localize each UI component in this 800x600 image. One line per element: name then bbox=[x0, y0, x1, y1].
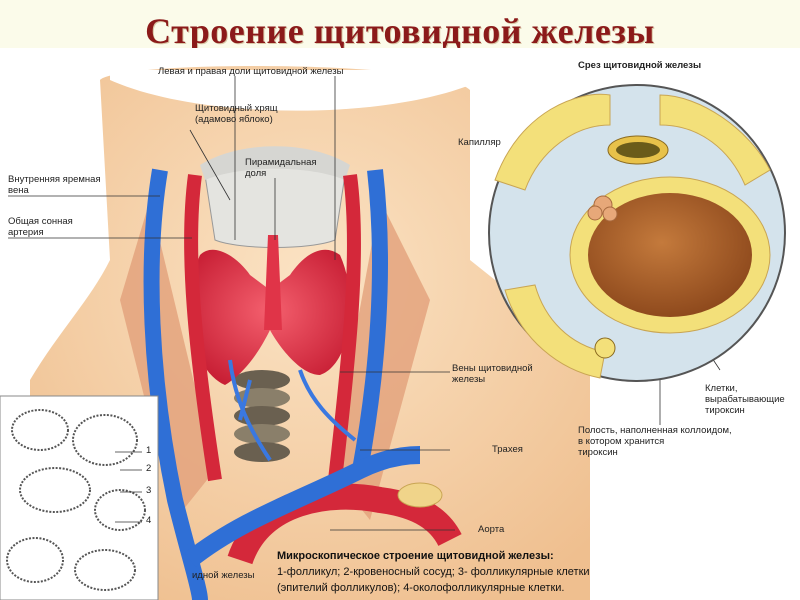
label-cells-3: тироксин bbox=[705, 405, 745, 416]
label-thyroid-veins-1: Вены щитовидной bbox=[452, 363, 533, 374]
label-cavity-2: в котором хранится bbox=[578, 436, 665, 447]
diagram-panel: Левая и правая доли щитовидной железы Щи… bbox=[0, 48, 800, 600]
label-cells-2: вырабатывающие bbox=[705, 394, 785, 405]
label-aorta: Аорта bbox=[478, 524, 505, 535]
label-cartilage-1: Щитовидный хрящ bbox=[195, 103, 278, 114]
micro-number-2: 2 bbox=[146, 463, 152, 474]
label-cells-1: Клетки, bbox=[705, 383, 738, 394]
label-carotid-2: артерия bbox=[8, 227, 44, 238]
chin-shadow bbox=[110, 70, 470, 111]
label-pyramidal-2: доля bbox=[245, 168, 267, 179]
pyramidal-lobe bbox=[264, 235, 282, 330]
page-title: Строение щитовидной железы bbox=[145, 11, 655, 51]
carotid-artery-right bbox=[328, 174, 362, 481]
caption-line-1: 1-фолликул; 2-кровеносный сосуд; 3- фолл… bbox=[277, 566, 590, 578]
label-gland-partial: идной железы bbox=[192, 570, 255, 581]
anatomy-illustration bbox=[0, 66, 786, 600]
caption: Микроскопическое строение щитовидной жел… bbox=[277, 548, 590, 596]
label-thyroid-veins-2: железы bbox=[452, 374, 486, 385]
thyroid-veins bbox=[228, 359, 357, 462]
label-cavity-1: Полость, наполненная коллоидом, bbox=[578, 425, 732, 436]
label-section: Срез щитовидной железы bbox=[578, 60, 702, 71]
jugular-vein-right bbox=[352, 169, 388, 472]
section-circle bbox=[488, 84, 786, 382]
label-cartilage-2: (адамово яблоко) bbox=[195, 114, 273, 125]
micro-inset bbox=[0, 395, 159, 600]
label-pyramidal-1: Пирамидальная bbox=[245, 157, 317, 168]
brachiocephalic-vein bbox=[184, 446, 421, 568]
label-cavity-3: тироксин bbox=[578, 447, 618, 458]
caption-line-2: (эпителий фолликулов); 4-околофолликуляр… bbox=[277, 582, 565, 594]
cartilage-top bbox=[200, 146, 350, 180]
label-carotid-1: Общая сонная bbox=[8, 216, 73, 227]
jugular-vein-left bbox=[143, 168, 208, 600]
micro-number-3: 3 bbox=[146, 485, 152, 496]
label-trachea: Трахея bbox=[492, 444, 523, 455]
label-capillary: Капилляр bbox=[458, 137, 501, 148]
micro-number-4: 4 bbox=[146, 515, 152, 526]
carotid-artery-left bbox=[184, 174, 222, 482]
bone-fragment bbox=[397, 482, 443, 508]
micro-number-1: 1 bbox=[146, 445, 152, 456]
label-lobes: Левая и правая доли щитовидной железы bbox=[158, 66, 344, 77]
label-jugular-2: вена bbox=[8, 185, 29, 196]
caption-heading: Микроскопическое строение щитовидной жел… bbox=[277, 550, 554, 562]
label-jugular-1: Внутренняя яремная bbox=[8, 174, 101, 185]
